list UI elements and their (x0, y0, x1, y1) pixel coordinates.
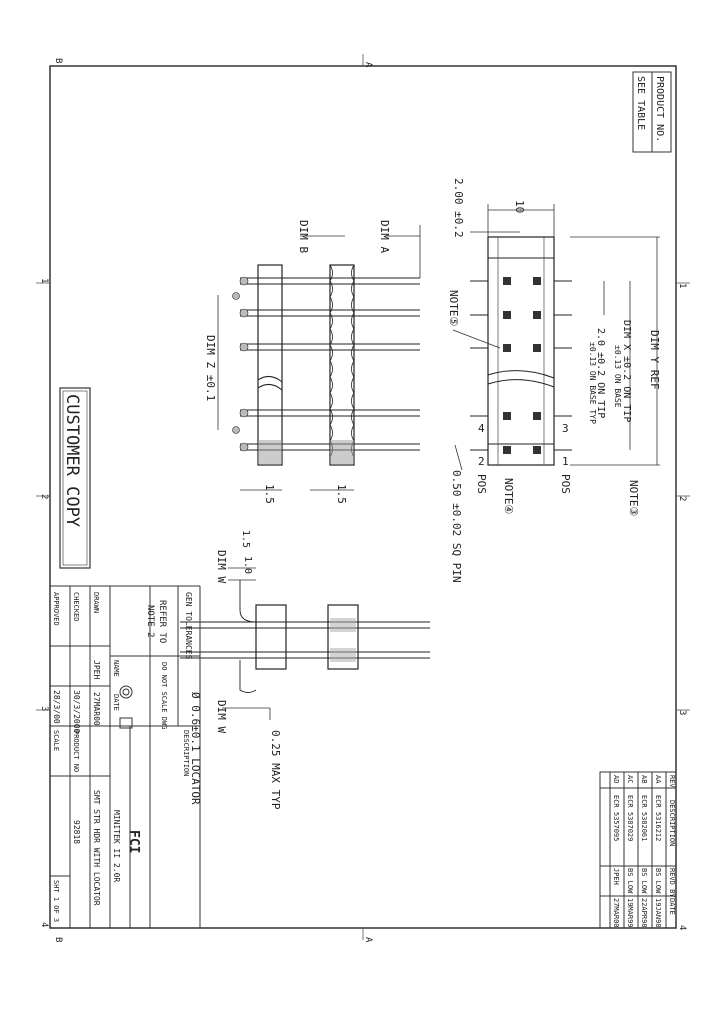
sheet-label: SHT 1 OF 3 (52, 880, 60, 922)
dim-pitch-tip: 2.0 ±0.2 ON TIP (595, 328, 606, 418)
drawn-label: DRAWN (92, 592, 100, 613)
rev-row-1-rev: AA (654, 775, 662, 784)
zone-2-left: 2 (39, 494, 49, 499)
see-table-label: SEE TABLE (635, 76, 646, 130)
zone-1-right: 1 (677, 283, 687, 288)
dim-b: DIM B (297, 220, 310, 253)
pos-left: POS (475, 474, 488, 494)
header-top-view (470, 236, 572, 466)
pin-1-label: 1 (562, 455, 569, 468)
dim-10: 10 (513, 200, 526, 213)
header-side-view (232, 264, 420, 466)
scale-label: SCALE (52, 730, 60, 751)
date-label: DATE (112, 694, 120, 711)
dim-1-5-c: 1.5 (240, 530, 251, 548)
revision-table (599, 771, 677, 929)
title-block (49, 585, 201, 929)
approved-date: 28/3/00 (52, 690, 61, 724)
rev-row-4-rev: AD (612, 775, 620, 783)
approved-label: APPROVED (52, 592, 60, 626)
scale-note: DO NOT SCALE DWG (160, 662, 168, 729)
rev-row-1-by: BS LOW (654, 868, 662, 894)
rev-header-desc: DESCRIPTION (668, 800, 676, 846)
desc-line-2: SMT STR HDR WITH LOCATOR (92, 790, 101, 906)
pin-2-label: 2 (478, 455, 485, 468)
dim-w-bottom: DIM W (215, 700, 228, 733)
dim-sq-pin: 0.50 ±0.02 SQ PIN (450, 470, 463, 583)
rev-row-2-desc: ECR 5382061 (640, 795, 648, 841)
rev-row-3-rev: AC (626, 775, 634, 783)
dim-w-top: DIM W (215, 550, 228, 583)
product-no-value: 92818 (72, 820, 81, 844)
dim-pitch: 2.00 ±0.2 (452, 178, 465, 238)
rev-header-rev: REV (668, 775, 676, 788)
rev-row-4-date: 27MAR00 (612, 898, 620, 928)
max-dim: 0.25 MAX TYP (269, 730, 282, 810)
rev-row-4-by: JPEH (612, 868, 620, 885)
note-3: NOTE③ (627, 480, 640, 516)
rev-row-1-date: 19JAN98 (654, 898, 662, 928)
locator-dim: Ø 0.6±0.1 LOCATOR (189, 692, 202, 805)
fci-logo: FCI (126, 830, 141, 853)
header-end-view (180, 580, 430, 693)
zone-b-top: B (53, 58, 63, 63)
rev-row-4-desc: ECR 5357095 (612, 795, 620, 841)
zone-2-right: 2 (677, 496, 687, 501)
rev-row-2-by: BS LOW (640, 868, 648, 894)
name-label: NAME (112, 660, 120, 677)
zone-markers: A A B B 1 1 2 2 3 3 4 4 (39, 58, 687, 943)
pin-3-label: 3 (562, 422, 569, 435)
zone-4-left: 4 (39, 922, 49, 927)
pos-right: POS (559, 474, 572, 494)
drawn-date: 27MAR00 (92, 692, 101, 726)
zone-b-bottom: B (53, 937, 63, 942)
revision-rows: REV DESCRIPTION REVD BY DATE AA ECR 5316… (612, 775, 676, 928)
checked-label: CHECKED (72, 592, 80, 622)
drawn-name: JPEH (92, 660, 101, 679)
rev-row-1-desc: ECR 5316212 (654, 795, 662, 841)
dim-1-0: 1.0 (242, 556, 253, 574)
rev-row-3-desc: ECR 5387029 (626, 795, 634, 841)
dim-1-5-a: 1.5 (263, 484, 276, 504)
rev-row-3-by: BS LOW (626, 868, 634, 894)
rev-header-by: REVD BY (668, 868, 676, 898)
zone-3-right: 3 (677, 710, 687, 715)
dim-a: DIM A (378, 220, 391, 253)
product-no-label: PRODUCT NO. (654, 76, 665, 142)
refer-to: REFER TO (157, 600, 167, 643)
drawing-frame (49, 65, 677, 929)
description-label: DESCRIPTION (182, 730, 190, 776)
dim-pitch-base: ±0.13 ON BASE TYP (588, 342, 597, 424)
rev-header-date: DATE (668, 898, 676, 915)
gen-tol-label: GEN TOLERANCES (184, 592, 193, 660)
note-5: NOTE⑤ (447, 290, 460, 326)
zone-3-left: 3 (39, 706, 49, 711)
product-no-tb-label: PRODUCT NO (72, 730, 80, 772)
dim-1-5-b: 1.5 (335, 484, 348, 504)
desc-line-1: MINITEK II 2.0R (112, 810, 121, 882)
projection-symbol (119, 685, 133, 729)
pin-4-label: 4 (478, 422, 485, 435)
rev-row-3-date: 19MAR99 (626, 898, 634, 928)
dim-x: DIM X ±0.2 ON TIP (621, 320, 632, 422)
note-4: NOTE④ (502, 478, 515, 514)
dim-x-base: ±0.13 ON BASE (613, 345, 622, 408)
customer-copy-stamp: CUSTOMER COPY (59, 387, 91, 569)
checked-date: 30/3/2000 (72, 690, 81, 734)
zone-1-left: 1 (39, 278, 49, 283)
dim-y: DIM Y REF (648, 330, 661, 390)
note-2: NOTE 2 (145, 605, 155, 638)
zone-4-right: 4 (677, 925, 687, 930)
dim-z: DIM Z ±0.1 (204, 335, 217, 401)
rev-row-2-rev: AB (640, 775, 648, 783)
rev-row-2-date: 22APR98 (640, 898, 648, 928)
customer-copy-text: CUSTOMER COPY (62, 394, 82, 527)
product-no-box: PRODUCT NO. SEE TABLE (632, 71, 672, 153)
zone-a-bottom: A (363, 937, 373, 943)
zone-a-top: A (363, 62, 373, 68)
